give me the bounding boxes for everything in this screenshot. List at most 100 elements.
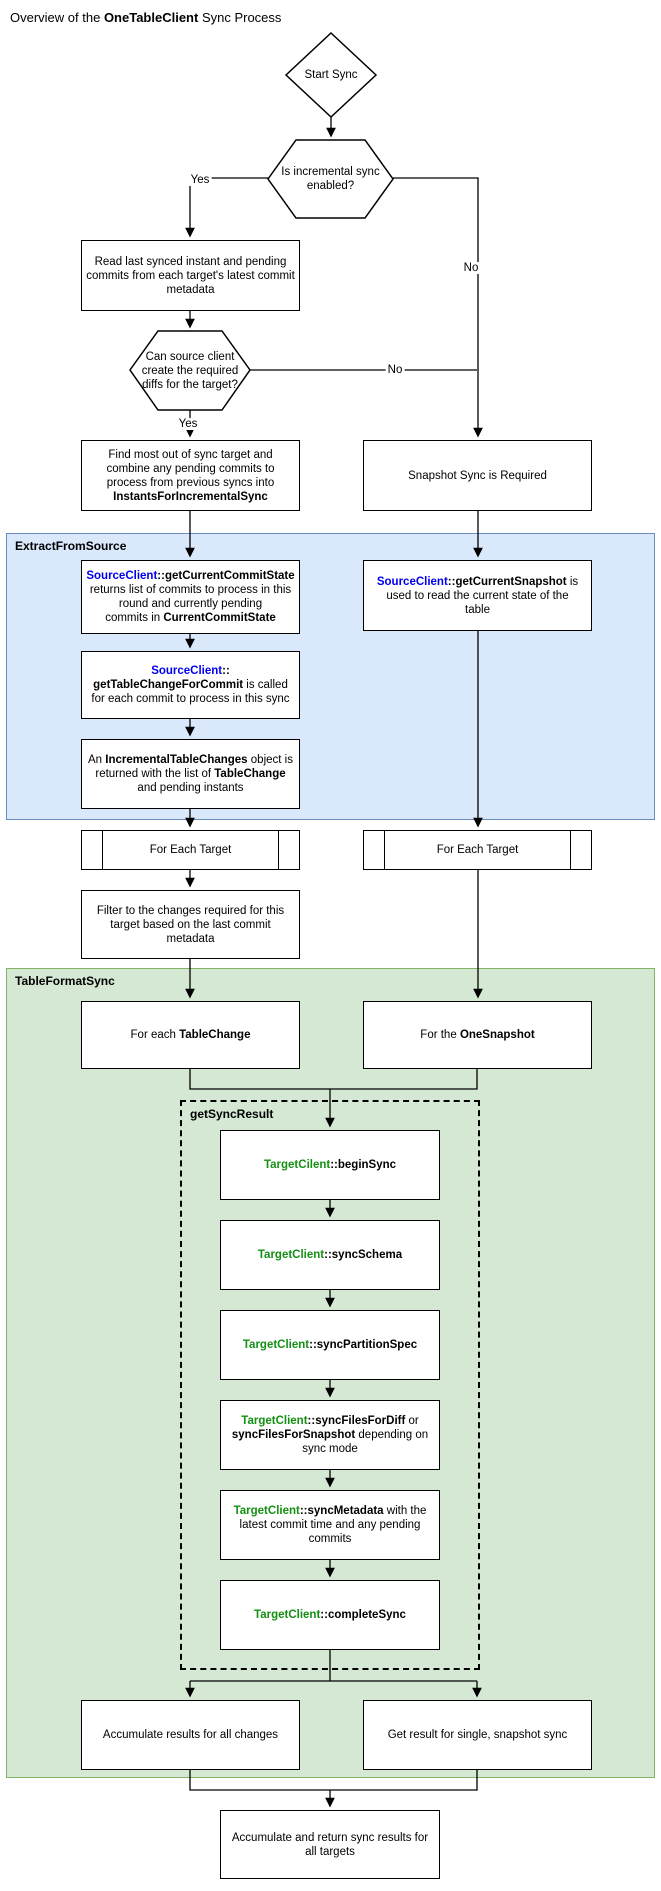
text-line: Accumulate results for all changes [103,1728,278,1742]
diagram-title: Overview of the OneTableClient Sync Proc… [10,10,281,25]
box-begin-sync: TargetCilent::beginSync [220,1130,440,1200]
text-segment: ::completeSync [320,1609,406,1621]
box-get-table-change-for-commit: SourceClient::getTableChangeForCommit is… [81,651,300,719]
text-segment: TargetClient [242,1339,310,1351]
text-line: TargetClient::syncPartitionSpec [243,1338,417,1352]
text-segment: ::syncPartitionSpec [309,1339,418,1351]
edge-label-no-incremental: No [461,262,481,274]
text-line: table [465,603,490,617]
text-segment: For the [420,1029,460,1041]
box-for-the-one-snapshot: For the OneSnapshot [363,1001,592,1069]
text-segment: ::syncMetadata [299,1505,384,1517]
text-line: TargetClient::completeSync [254,1608,406,1622]
text-segment: used to read the current state of the [386,589,569,602]
text-line: and pending instants [137,781,243,795]
start-sync-diamond-shape [284,31,378,119]
loop-inner-bar-right [278,831,279,869]
text-line: commits in CurrentCommitState [105,611,276,625]
text-segment: ::beginSync [330,1159,397,1171]
flow-edge-1 [185,177,268,238]
container-table-format-sync-label: TableFormatSync [15,974,115,988]
text-line: process from previous syncs into [107,476,274,490]
text-segment: is called [243,679,288,691]
text-segment: For each [130,1029,180,1041]
text-line: An IncrementalTableChanges object is [88,753,293,767]
text-line: Snapshot Sync is Required [408,469,547,483]
text-segment: round and currently pending [118,598,263,610]
flow-edge-15 [189,1069,478,1090]
text-segment: TableChange [214,768,286,780]
text-segment: table [465,603,490,616]
text-segment: InstantsForIncrementalSync [113,490,268,503]
text-line: target based on the last commit [110,918,270,932]
text-segment: Snapshot Sync is Required [408,469,547,482]
text-line: used to read the current state of the [386,589,568,603]
flow-edge-2 [393,177,483,438]
text-line: TargetClient::syncSchema [258,1248,402,1262]
text-segment: An [88,754,106,766]
box-complete-sync: TargetClient::completeSync [220,1580,440,1650]
text-segment: object is [247,754,293,766]
text-segment: For Each Target [149,844,232,856]
flow-edge-25 [189,1770,478,1791]
loop-for-each-target-right: For Each Target [363,830,592,870]
text-segment: Filter to the changes required for this [96,904,285,917]
text-line: metadata [167,932,215,946]
text-segment: TargetCilent [263,1159,331,1171]
hex-is-incremental-enabled-shape [267,139,394,219]
text-line: returned with the list of TableChange [95,767,285,781]
text-segment: Accumulate and return sync results for [231,1831,429,1844]
text-segment: or [405,1415,419,1427]
text-line: all targets [305,1845,355,1859]
text-segment: metadata [166,283,215,296]
text-segment: combine any pending commits to [106,462,275,475]
text-segment: commits from each target's latest commit [86,269,295,282]
hex-can-source-create-diffs-shape [129,330,251,411]
text-line: returns list of commits to process in th… [90,583,291,597]
text-segment: with the [383,1505,427,1517]
text-segment: TargetClient [241,1415,308,1427]
text-segment: TargetClient [233,1505,300,1517]
text-segment: process from previous syncs into [106,476,275,489]
text-line: for each commit to process in this sync [91,692,289,706]
text-segment: metadata [166,932,215,945]
text-line: TargetCilent::beginSync [264,1158,396,1172]
loop-inner-bar-right [570,831,571,869]
text-line: For Each Target [150,843,232,857]
edge-label-no-diffs: No [385,364,405,376]
text-segment: all targets [305,1845,355,1858]
text-line: Filter to the changes required for this [97,904,284,918]
text-segment: ::getCurrentCommitState [157,570,295,582]
text-segment: returns list of commits to process in th… [89,584,292,596]
text-segment: SourceClient [376,575,448,588]
text-line: For the OneSnapshot [420,1028,534,1042]
text-segment: depending on [355,1429,429,1441]
text-line: commits [309,1532,352,1546]
text-segment: TableChange [179,1029,251,1041]
title-segment: Overview of the [10,10,104,25]
text-line: Accumulate and return sync results for [232,1831,428,1845]
edge-label-yes-incremental: Yes [188,174,212,186]
text-segment: For Each Target [436,844,519,856]
text-segment: ::syncFilesForDiff [307,1415,406,1427]
text-line: SourceClient:: [151,664,230,678]
text-segment: Read last synced instant and pending [94,255,287,268]
loop-for-each-target-left: For Each Target [81,830,300,870]
text-line: getTableChangeForCommit is called [93,678,288,692]
text-segment: TargetClient [254,1609,321,1621]
text-segment: SourceClient [151,665,223,677]
container-extract-from-source-label: ExtractFromSource [15,539,127,553]
box-accumulate-results: Accumulate results for all changes [81,1700,300,1770]
box-sync-schema: TargetClient::syncSchema [220,1220,440,1290]
text-segment: sync mode [302,1443,358,1455]
text-line: For each TableChange [131,1028,251,1042]
